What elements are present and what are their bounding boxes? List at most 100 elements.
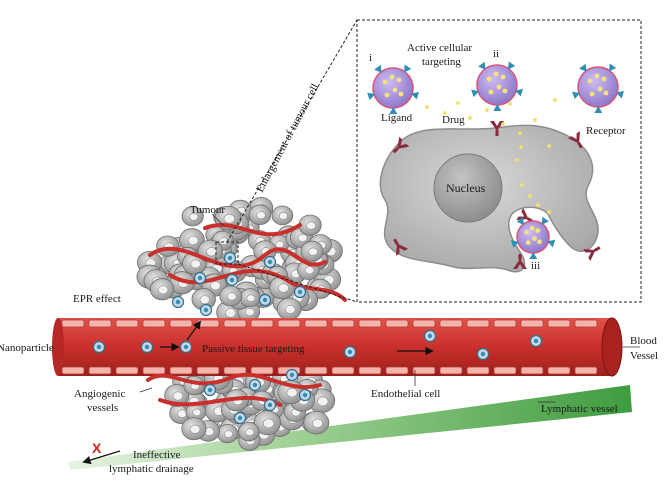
endothelial-cell: [385, 366, 409, 375]
drug-dot: [536, 203, 540, 207]
endothelial-cell: [61, 366, 85, 375]
endothelial-cell: [574, 366, 598, 375]
receptor: [490, 121, 504, 136]
endothelial-cell: [520, 366, 544, 375]
endothelial-cell: [115, 319, 139, 328]
receptor: [513, 254, 527, 269]
endothelial-cell: [169, 319, 193, 328]
drug-dot: [425, 105, 429, 109]
nanoparticle: [233, 411, 247, 425]
tumour-cell: [149, 278, 175, 301]
endothelial-cell: [358, 366, 382, 375]
vessel-end-cap: [601, 317, 623, 377]
endothelial-cell: [304, 366, 328, 375]
endothelial-cell: [169, 366, 193, 375]
drug-dot: [485, 108, 489, 112]
nanoparticle-group: [92, 251, 543, 425]
endothelial-cell: [142, 366, 166, 375]
endothelial-cell: [88, 319, 112, 328]
endothelial-cell: [88, 366, 112, 375]
endothelial-cell: [223, 366, 247, 375]
receptor: [583, 246, 601, 262]
tumour-cell: [219, 285, 243, 307]
nanoparticle: [343, 345, 357, 359]
numeral-iii-label: iii: [531, 260, 540, 272]
active-targeting-label-line1: Active cellular: [407, 42, 472, 54]
nanoparticle: [140, 340, 154, 354]
endothelial-cell: [196, 319, 220, 328]
receptor: [392, 136, 410, 154]
drug-particles: [425, 98, 557, 224]
enlargement-line-top: [226, 19, 358, 243]
passive-targeting-label: Passive tissue targeting: [202, 343, 305, 355]
ineffective-drainage-label-line2: lymphatic drainage: [109, 463, 194, 475]
drug-dot: [547, 144, 551, 148]
active-targeting-label-line2: targeting: [422, 56, 461, 68]
endothelial-cell: [412, 366, 436, 375]
nucleus: [433, 153, 503, 223]
vessel-start-cap: [52, 318, 64, 376]
tumour-cell: [303, 410, 330, 435]
receptor: [567, 131, 583, 149]
nanoparticle: [263, 398, 277, 412]
endothelial-cell: [196, 366, 220, 375]
endothelial-cell: [574, 319, 598, 328]
nanoparticle: [225, 273, 239, 287]
drug-dot: [547, 210, 551, 214]
endothelial-cell: [223, 319, 247, 328]
nanoparticle: [171, 295, 185, 309]
endothelial-cell: [385, 319, 409, 328]
large-nanoparticle: [510, 216, 556, 260]
endothelial-cell: [61, 319, 85, 328]
tumour-leader-line: [211, 213, 225, 227]
numeral-ii-label: ii: [493, 48, 499, 60]
nanoparticle: [423, 329, 437, 343]
tumour-label: Tumour: [190, 204, 225, 216]
nanoparticle: [223, 251, 237, 265]
drug-dot: [520, 183, 524, 187]
receptor: [393, 238, 409, 256]
nanoparticle: [258, 293, 272, 307]
drug-dot: [515, 158, 519, 162]
endothelial-cell: [250, 319, 274, 328]
x-mark: X: [92, 440, 102, 456]
tumour-cluster-upper: [136, 197, 343, 325]
tumour-cell: [253, 410, 281, 436]
numeral-i-label: i: [369, 52, 372, 64]
endothelial-cell: [439, 319, 463, 328]
tumour-cell: [298, 214, 322, 236]
nanoparticle: [263, 255, 277, 269]
large-nanoparticle: [471, 61, 524, 112]
nanoparticle: [203, 383, 217, 397]
nanoparticle: [179, 340, 193, 354]
endothelial-cell: [547, 319, 571, 328]
endothelial-cell: [412, 319, 436, 328]
nanoparticle: [476, 347, 490, 361]
endothelial-cell: [547, 366, 571, 375]
nanoparticle: [293, 285, 307, 299]
tumour-cell: [181, 206, 204, 227]
nanoparticle: [529, 334, 543, 348]
drainage-arrow: [82, 450, 121, 465]
endothelial-cell: [250, 366, 274, 375]
enlargement-label: Enlargement of tumour cell: [254, 82, 321, 195]
nucleus-label: Nucleus: [446, 181, 486, 195]
blood-vessel-label-line2: Vessel: [630, 350, 658, 362]
endothelial-cell: [331, 366, 355, 375]
drug-dot: [501, 122, 505, 126]
drug-dot: [443, 111, 447, 115]
drug-dot: [508, 102, 512, 106]
tumour-cell: [271, 205, 294, 226]
lymphatic-vessel: [68, 385, 632, 470]
angiogenic-label-line1: Angiogenic: [74, 388, 125, 400]
ineffective-drainage-label-line1: Ineffective: [133, 449, 181, 461]
endothelial-row-top: [61, 319, 598, 328]
endothelial-cell: [358, 319, 382, 328]
large-nanoparticle-group: [367, 61, 625, 260]
drug-dot: [553, 98, 557, 102]
endothelial-cell: [520, 319, 544, 328]
drug-dot: [519, 145, 523, 149]
drug-dot: [528, 194, 532, 198]
tumour-cell: [276, 297, 302, 321]
